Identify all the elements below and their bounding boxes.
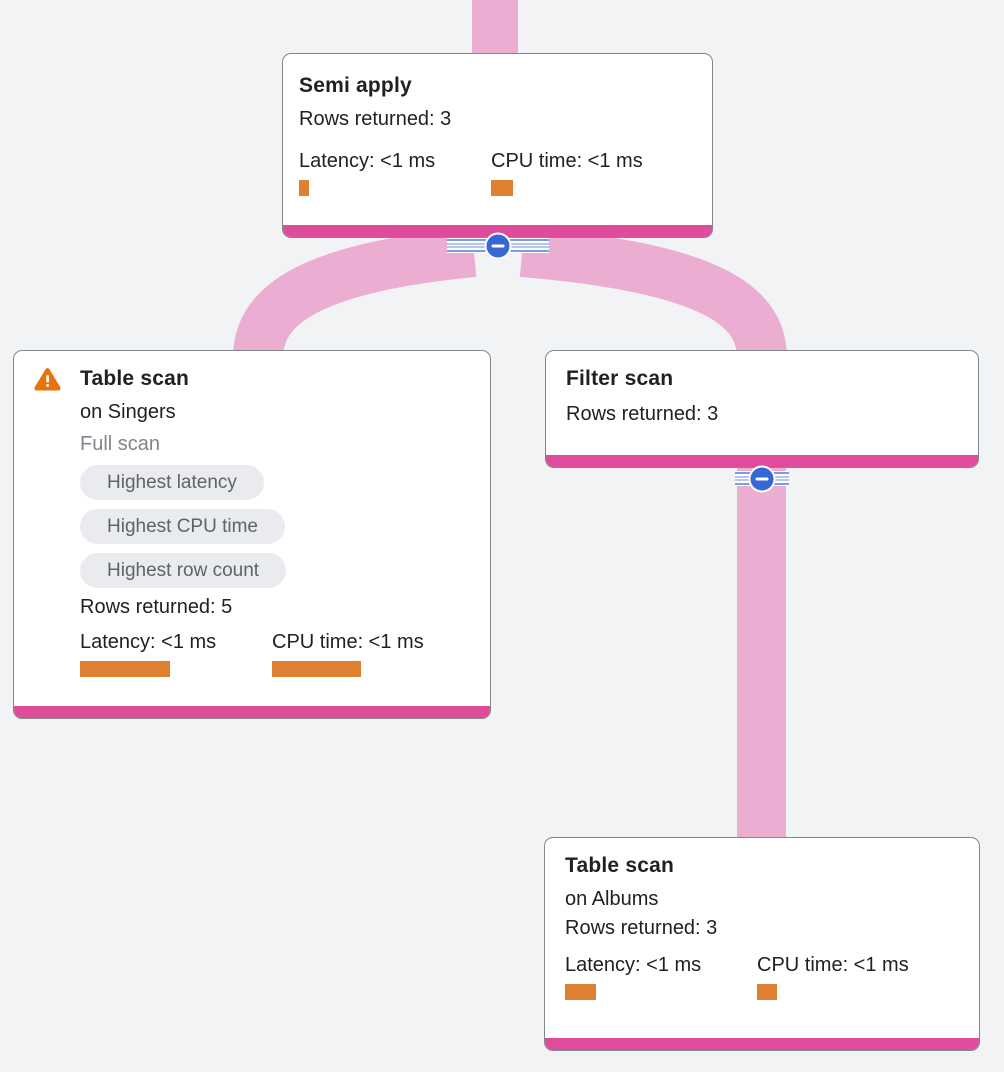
- latency-label: Latency: <1 ms: [80, 631, 217, 653]
- collapse-control-semi-apply: [447, 232, 549, 259]
- latency-metric: Latency: <1 ms: [299, 148, 491, 196]
- node-semi-apply[interactable]: Semi apply Rows returned: 3 Latency: <1 …: [282, 53, 713, 238]
- cpu-label: CPU time: <1 ms: [272, 631, 424, 653]
- edge-semi-apply-to-filter-scan: [519, 227, 787, 360]
- latency-label: Latency: <1 ms: [565, 954, 702, 976]
- cpu-metric: CPU time: <1 ms: [491, 148, 683, 196]
- node-table-scan-singers[interactable]: Table scan on Singers Full scan Highest …: [13, 350, 491, 719]
- badge-highest-row-count: Highest row count: [80, 553, 287, 588]
- latency-label: Latency: <1 ms: [299, 150, 436, 172]
- scan-target: on Singers: [80, 401, 176, 423]
- cpu-metric: CPU time: <1 ms: [757, 952, 949, 1000]
- badge-list: Highest latency Highest CPU time Highest…: [80, 465, 474, 588]
- cpu-bar: [757, 984, 777, 1000]
- cpu-label: CPU time: <1 ms: [491, 150, 643, 172]
- edge-semi-apply-to-table-scan-singers: [233, 227, 477, 360]
- badge-highest-latency: Highest latency: [80, 465, 264, 500]
- cpu-bar: [491, 180, 513, 196]
- latency-bar: [299, 180, 309, 196]
- cpu-bar: [272, 661, 361, 677]
- node-title: Table scan: [565, 854, 674, 877]
- rows-returned: Rows returned: 3: [566, 403, 719, 425]
- node-footer-bar: [546, 455, 978, 467]
- node-filter-scan[interactable]: Filter scan Rows returned: 3: [545, 350, 979, 468]
- node-footer-bar: [14, 706, 490, 718]
- badge-highest-cpu-time: Highest CPU time: [80, 509, 285, 544]
- node-table-scan-albums[interactable]: Table scan on Albums Rows returned: 3 La…: [544, 837, 980, 1051]
- scan-target: on Albums: [565, 888, 659, 910]
- node-title: Filter scan: [566, 367, 674, 390]
- latency-bar: [80, 661, 170, 677]
- node-footer-bar: [283, 225, 712, 237]
- latency-metric: Latency: <1 ms: [565, 952, 757, 1000]
- rows-returned: Rows returned: 3: [565, 917, 718, 939]
- cpu-label: CPU time: <1 ms: [757, 954, 909, 976]
- node-footer-bar: [545, 1038, 979, 1050]
- collapse-control-filter-scan: [735, 465, 789, 492]
- node-title: Table scan: [80, 367, 189, 390]
- warning-triangle-icon: [34, 368, 61, 391]
- rows-returned: Rows returned: 5: [80, 596, 233, 618]
- minus-icon: [755, 477, 769, 480]
- rows-returned: Rows returned: 3: [299, 108, 452, 130]
- edge-filter-scan-to-table-scan-albums: [737, 466, 786, 840]
- edge-parent-to-semi-apply: [472, 0, 518, 58]
- latency-bar: [565, 984, 596, 1000]
- collapse-button[interactable]: [748, 465, 776, 492]
- scan-type: Full scan: [80, 433, 161, 455]
- collapse-button[interactable]: [484, 232, 512, 259]
- latency-metric: Latency: <1 ms: [80, 629, 272, 677]
- minus-icon: [491, 244, 505, 247]
- cpu-metric: CPU time: <1 ms: [272, 629, 464, 677]
- node-title: Semi apply: [299, 74, 412, 97]
